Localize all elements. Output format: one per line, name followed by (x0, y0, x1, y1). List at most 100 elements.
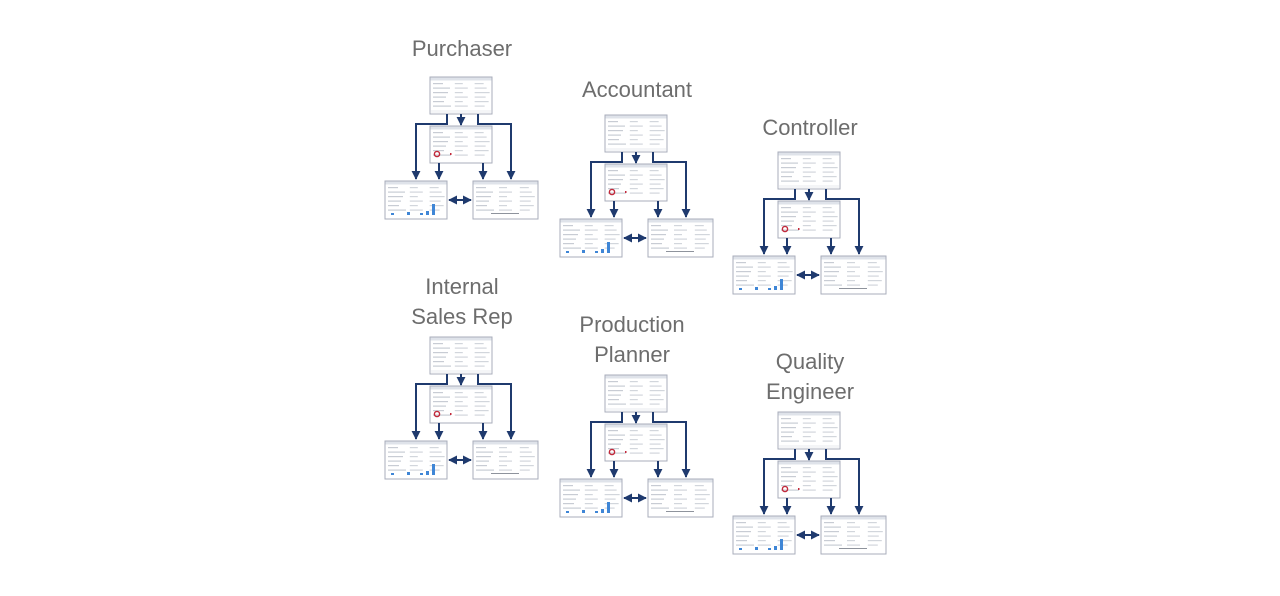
thumbnail-frame (559, 478, 623, 518)
flow-arrow (759, 189, 796, 255)
thumbnail-frame (777, 411, 841, 450)
chart-bar (566, 511, 569, 513)
thumbnail-header (430, 386, 492, 390)
chart-bar (426, 211, 429, 215)
thumbnail-header (473, 441, 538, 445)
thumbnail-frame (384, 180, 448, 220)
chart-bar (582, 250, 585, 253)
chart-bar (566, 251, 569, 253)
thumbnail-header (778, 201, 840, 205)
role-title-controller: Controller (762, 115, 858, 140)
thumbnail-header (821, 516, 886, 520)
thumbnail-header (385, 181, 447, 185)
chart-bar (768, 548, 771, 550)
chart-bar (768, 288, 771, 290)
chart-bar (391, 213, 394, 215)
chart-bar (780, 279, 783, 290)
thumbnail-header (778, 461, 840, 465)
thumbnail-frame (429, 385, 493, 424)
flow-arrow (586, 152, 623, 218)
chart-bar (607, 242, 610, 253)
chart-bar (774, 546, 777, 550)
role-title-production-planner: Production Planner (579, 312, 685, 367)
thumbnail-header (605, 164, 667, 168)
role-title-quality-engineer: Quality Engineer (765, 349, 855, 404)
flow-arrow (477, 374, 516, 440)
thumbnail-header (605, 375, 667, 379)
thumbnail-header (648, 219, 713, 223)
chart-bar (426, 471, 429, 475)
chart-bar (420, 473, 423, 475)
flow-purchaser (384, 76, 539, 220)
thumbnail-header (605, 424, 667, 428)
chart-bar (595, 251, 598, 253)
flow-arrow (759, 449, 796, 515)
chart-bar (607, 502, 610, 513)
thumbnail-header (778, 412, 840, 416)
role-title-purchaser: Purchaser (411, 36, 513, 61)
chart-bar (420, 213, 423, 215)
chart-bar (780, 539, 783, 550)
flow-accountant (559, 114, 714, 258)
flow-arrow (825, 449, 864, 515)
chart-bar (595, 511, 598, 513)
donut-chart-icon (781, 225, 789, 233)
thumbnail-header (821, 256, 886, 260)
thumbnail-frame (429, 336, 493, 375)
flow-arrow (652, 152, 691, 218)
thumbnail-frame (732, 255, 796, 295)
thumbnail-frame (604, 374, 668, 413)
thumbnail-frame (429, 76, 493, 115)
flow-arrow (825, 189, 864, 255)
flow-arrow (411, 114, 448, 180)
chart-bar (601, 249, 604, 253)
chart-bar (739, 548, 742, 550)
donut-chart-icon (781, 485, 789, 493)
donut-chart-icon (608, 188, 616, 196)
flow-arrow (411, 374, 448, 440)
chart-bar (739, 288, 742, 290)
chart-bar (755, 547, 758, 550)
chart-bar (407, 472, 410, 475)
thumbnail-frame (559, 218, 623, 258)
chart-bar (432, 204, 435, 215)
thumbnail-header (605, 115, 667, 119)
chart-bar (582, 510, 585, 513)
thumbnail-header (733, 256, 795, 260)
thumbnail-header (560, 219, 622, 223)
chart-bar (432, 464, 435, 475)
thumbnail-header (648, 479, 713, 483)
flow-arrow (586, 412, 623, 478)
thumbnail-frame (429, 125, 493, 164)
thumbnail-frame (777, 151, 841, 190)
thumbnail-frame (732, 515, 796, 555)
chart-bar (391, 473, 394, 475)
flow-arrow (477, 114, 516, 180)
flow-internal-sales-rep (384, 336, 539, 480)
flow-controller (732, 151, 887, 295)
thumbnail-header (473, 181, 538, 185)
flow-quality-engineer (732, 411, 887, 555)
thumbnail-header (430, 337, 492, 341)
thumbnail-header (560, 479, 622, 483)
thumbnail-frame (604, 163, 668, 202)
role-title-accountant: Accountant (581, 77, 693, 102)
thumbnail-frame (604, 114, 668, 153)
donut-chart-icon (433, 150, 441, 158)
thumbnail-frame (777, 200, 841, 239)
chart-bar (407, 212, 410, 215)
flow-production-planner (559, 374, 714, 518)
thumbnail-frame (604, 423, 668, 462)
thumbnail-header (733, 516, 795, 520)
thumbnail-header (385, 441, 447, 445)
donut-chart-icon (433, 410, 441, 418)
thumbnail-header (778, 152, 840, 156)
chart-bar (774, 286, 777, 290)
thumbnail-frame (777, 460, 841, 499)
thumbnail-frame (384, 440, 448, 480)
donut-chart-icon (608, 448, 616, 456)
chart-bar (755, 287, 758, 290)
thumbnail-header (430, 77, 492, 81)
flow-arrow (652, 412, 691, 478)
